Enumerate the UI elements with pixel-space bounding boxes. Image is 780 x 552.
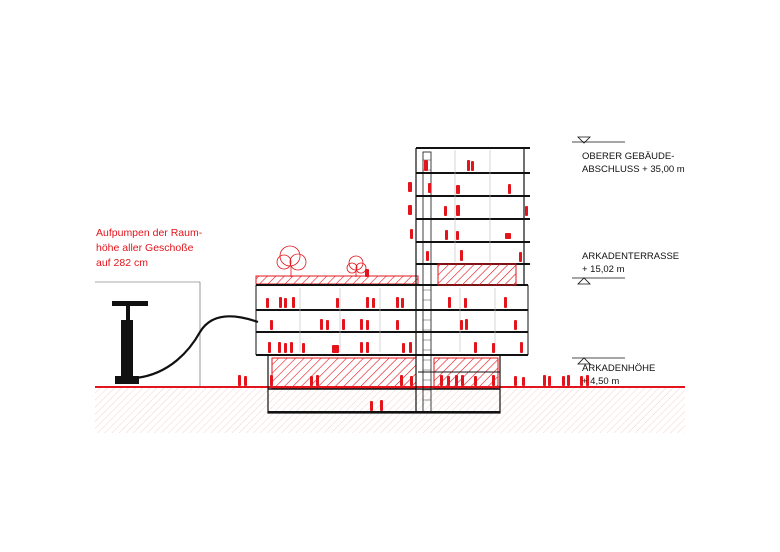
- arcade-floor: [267, 354, 501, 414]
- level-marker-icon: [572, 136, 625, 144]
- tree-icon: [346, 255, 367, 277]
- level-marker-icon: [572, 277, 625, 285]
- annotation-line: auf 282 cm: [96, 257, 148, 269]
- level-label-top: OBERER GEBÄUDE- ABSCHLUSS + 35,00 m: [582, 150, 685, 176]
- lower-block: [255, 275, 529, 356]
- level-label-terrace: ARKADENTERRASSE + 15,02 m: [582, 250, 679, 276]
- level-label-line: ABSCHLUSS + 35,00 m: [582, 164, 685, 175]
- level-label-line: + 4,50 m: [582, 376, 620, 387]
- level-marker-icon: [572, 357, 625, 365]
- annotation-frame: [95, 281, 201, 387]
- level-label-line: OBERER GEBÄUDE-: [582, 151, 675, 162]
- annotation-line: höhe aller Geschoße: [96, 242, 194, 254]
- level-label-line: ARKADENHÖHE: [582, 363, 656, 374]
- level-label-line: + 15,02 m: [582, 264, 625, 275]
- bicycle-pump-icon: [112, 301, 259, 384]
- people-figures: [238, 160, 589, 411]
- annotation-line: Aufpumpen der Raum-: [96, 227, 203, 239]
- tree-icon: [276, 245, 307, 277]
- pump-annotation: Aufpumpen der Raum- höhe aller Geschoße …: [96, 226, 256, 271]
- ground-hatch: [95, 387, 685, 433]
- level-label-arcade: ARKADENHÖHE + 4,50 m: [582, 362, 655, 388]
- tower: [415, 147, 530, 413]
- level-label-line: ARKADENTERRASSE: [582, 251, 680, 262]
